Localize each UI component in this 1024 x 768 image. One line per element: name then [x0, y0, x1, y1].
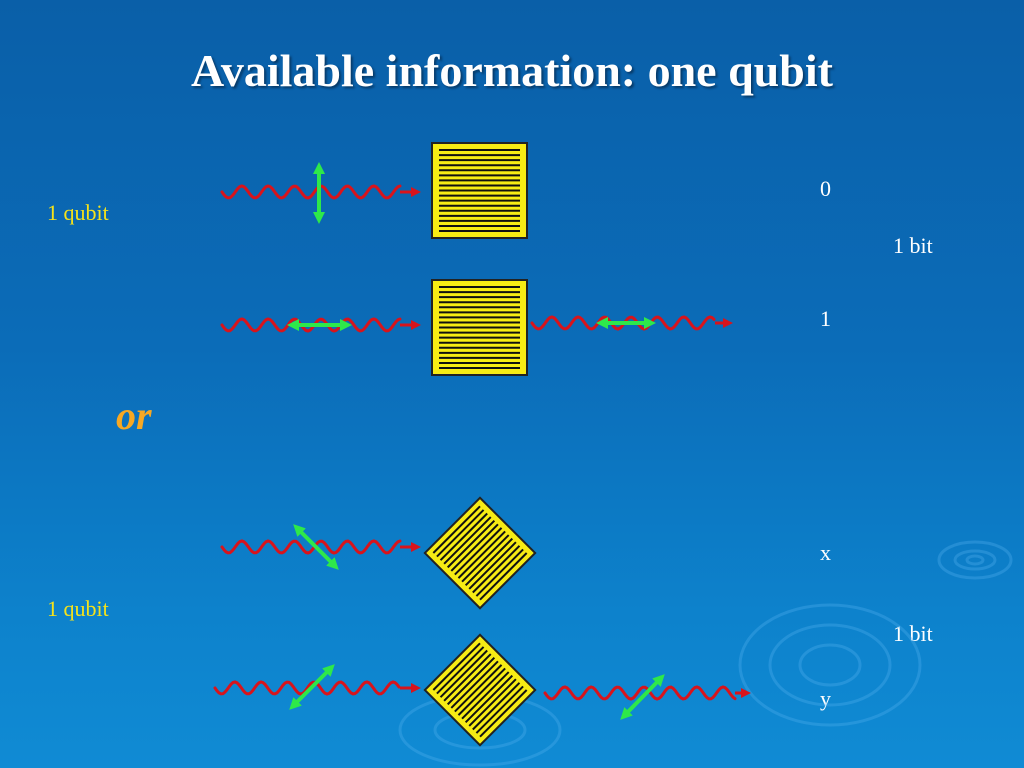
polarizer-line — [439, 512, 488, 561]
outcome-one: 1 — [820, 306, 831, 331]
polarizer-line — [439, 649, 488, 698]
polarizer-line — [450, 523, 499, 572]
polarizer-line — [443, 516, 492, 565]
polarizer-line — [436, 646, 485, 695]
polarizer-line — [464, 674, 514, 724]
polarizer-line — [454, 527, 503, 576]
polarizer-line — [479, 689, 528, 738]
polarizer-line — [479, 552, 528, 601]
polarizer-line — [443, 653, 492, 702]
polarizer-line — [450, 660, 499, 709]
or-label: or — [116, 393, 152, 438]
polarizer-line — [461, 534, 510, 583]
polarizer-line — [432, 642, 481, 691]
polarizer-line — [436, 509, 485, 558]
wave-top-in — [220, 184, 402, 200]
polarizer-line — [446, 519, 496, 569]
polarizer-line — [472, 682, 521, 731]
qubit-label-top: 1 qubit — [47, 200, 109, 225]
polarizer-line — [432, 505, 481, 554]
polarizer-line — [446, 656, 496, 706]
polarizer-line — [454, 664, 503, 713]
polarizer-line — [457, 530, 506, 579]
outcome-zero: 0 — [820, 176, 831, 201]
polarizer-square-top — [431, 142, 528, 239]
polarizer-square-bottom — [431, 279, 528, 376]
polarizer-line — [464, 537, 514, 587]
polarizer-line — [461, 671, 510, 720]
polarizer-line — [468, 541, 517, 590]
outcome-bit-bottom: 1 bit — [893, 621, 933, 646]
outcome-y: y — [820, 686, 831, 711]
polarizer-line — [475, 548, 524, 597]
qubit-label-bottom: 1 qubit — [47, 596, 109, 621]
polarization-antidiagonal-arrow — [289, 664, 335, 710]
polarizer-diamond-top — [423, 496, 537, 610]
polarizer-diamond-bottom — [423, 633, 537, 747]
polarizer-line — [457, 667, 506, 716]
slide-title: Available information: one qubit — [191, 45, 833, 96]
outcome-bit-top: 1 bit — [893, 233, 933, 258]
polarizer-line — [475, 685, 524, 734]
polarization-diagonal-arrow — [293, 524, 339, 570]
polarizer-line — [468, 678, 517, 727]
polarizer-line — [472, 545, 521, 594]
polarization-antidiagonal-out-arrow — [620, 674, 665, 720]
outcome-x: x — [820, 540, 831, 565]
